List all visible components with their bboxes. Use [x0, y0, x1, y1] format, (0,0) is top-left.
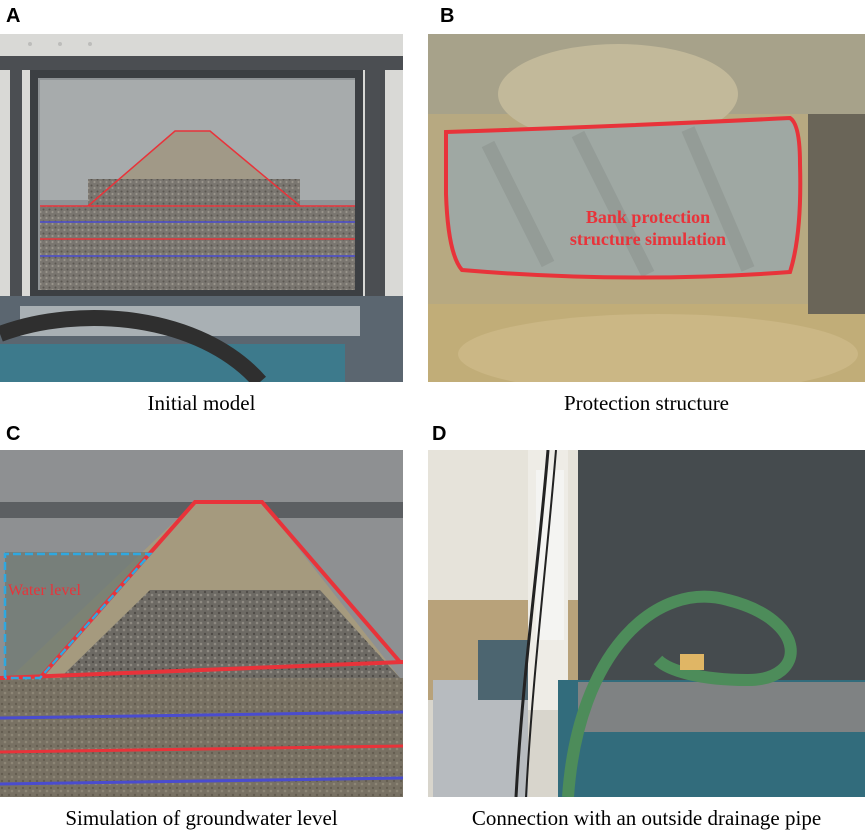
annotation-line-1: Bank protection: [585, 207, 711, 227]
panel-a-caption: Initial model: [147, 391, 256, 415]
annotation-line-2: structure simulation: [569, 229, 727, 249]
bank-protection-annotation: Bank protection structure simulation: [528, 206, 768, 250]
panel-a-photo: [0, 34, 403, 382]
panel-c-letter: C: [6, 423, 21, 445]
panel-a-letter: A: [6, 5, 21, 27]
panel-d-caption: Connection with an outside drainage pipe: [471, 806, 822, 830]
initial-model-image: [0, 34, 403, 382]
panel-b-photo: Bank protection structure simulation: [428, 34, 865, 382]
protection-structure-image: [428, 34, 865, 382]
panel-d-photo: [428, 450, 865, 797]
groundwater-level-image: [0, 450, 403, 797]
panel-b-letter: B: [440, 5, 455, 27]
panel-c-photo: Water level: [0, 450, 403, 797]
panel-b-caption: Protection structure: [563, 391, 730, 415]
panel-d-letter: D: [432, 423, 447, 445]
water-level-annotation: Water level: [8, 582, 81, 599]
drainage-pipe-image: [428, 450, 865, 797]
panel-c-caption: Simulation of groundwater level: [65, 806, 338, 830]
